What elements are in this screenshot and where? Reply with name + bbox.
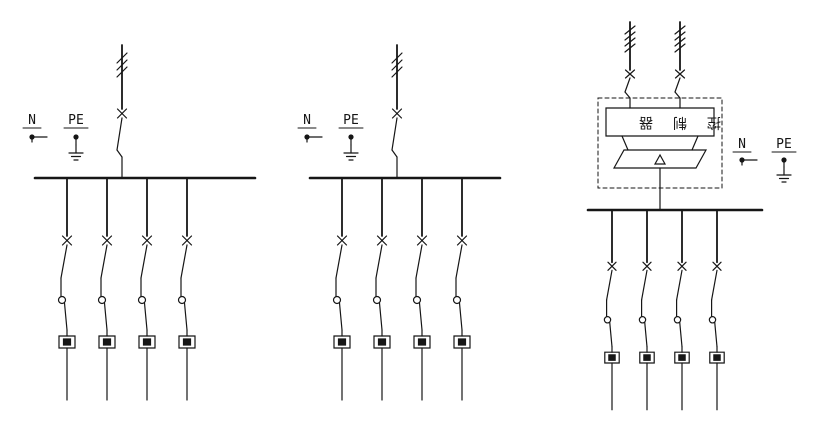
outgoing-feeder-2 (372, 177, 391, 401)
ground-symbol (776, 166, 792, 183)
panel-2: N PE (298, 44, 500, 401)
controller-label: 控制器 (619, 114, 721, 130)
panel-3: 控制器 N PE (588, 21, 796, 411)
outgoing-feeder-4 (452, 177, 471, 401)
pe-label: PE (343, 113, 359, 128)
transfer-switch-body (614, 150, 706, 168)
outgoing-feeder-4 (177, 177, 196, 401)
outgoing-feeder-3 (137, 177, 156, 401)
neutral-label: N (738, 137, 746, 152)
ats-link-b (692, 136, 698, 150)
incoming-feeder (116, 44, 128, 179)
pe-label: PE (68, 113, 84, 128)
outgoing-feeder-3 (673, 209, 691, 411)
incoming-feeder-a (624, 21, 636, 99)
delta-symbol (655, 155, 665, 164)
controller-box (606, 108, 714, 136)
outgoing-feeder-2 (97, 177, 116, 401)
ground-symbol (343, 144, 359, 161)
ground-symbol (68, 144, 84, 161)
incoming-feeder (391, 44, 403, 179)
outgoing-feeder-4 (708, 209, 726, 411)
outgoing-feeder-1 (57, 177, 76, 401)
neutral-label: N (28, 113, 36, 128)
outgoing-feeder-1 (603, 209, 621, 411)
outgoing-feeder-3 (412, 177, 431, 401)
incoming-feeder-b (674, 21, 686, 99)
outgoing-feeder-1 (332, 177, 351, 401)
neutral-label: N (303, 113, 311, 128)
outgoing-feeder-2 (638, 209, 656, 411)
ats-link-a (622, 136, 628, 150)
pe-label: PE (776, 137, 792, 152)
panel-1: N PE (23, 44, 255, 401)
